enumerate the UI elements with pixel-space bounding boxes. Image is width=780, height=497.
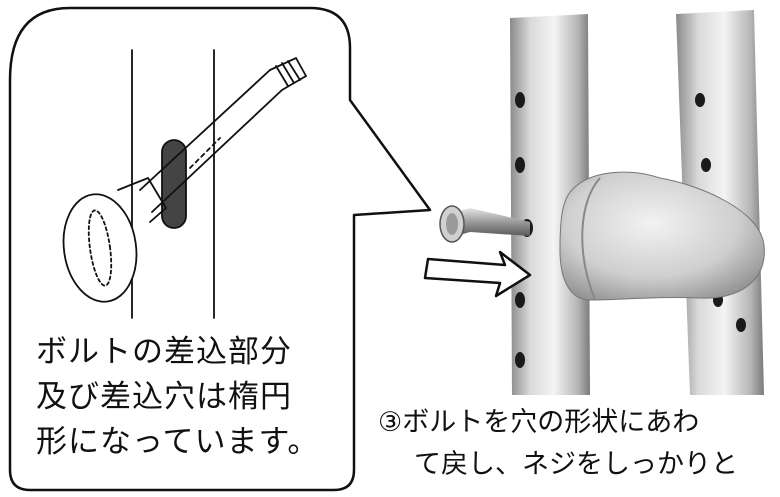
callout-line-2: 及び差込穴は楕円	[36, 379, 292, 415]
callout-line-1: ボルトの差込部分	[36, 334, 292, 370]
bolt-diagram-icon	[62, 49, 308, 319]
frame-photo-icon	[439, 10, 765, 395]
caption-line-2: て戻し、ネジをしっかりと	[414, 449, 738, 480]
callout-text: ボルトの差込部分 及び差込穴は楕円 形になっています。	[36, 330, 336, 465]
callout-bubble	[8, 6, 432, 492]
step-caption: ③ボルトを穴の形状にあわ て戻し、ネジをしっかりと	[378, 402, 780, 486]
callout-line-3: 形になっています。	[36, 424, 320, 460]
arrow-right-icon	[423, 250, 532, 298]
caption-line-1: ③ボルトを穴の形状にあわ	[378, 407, 700, 438]
